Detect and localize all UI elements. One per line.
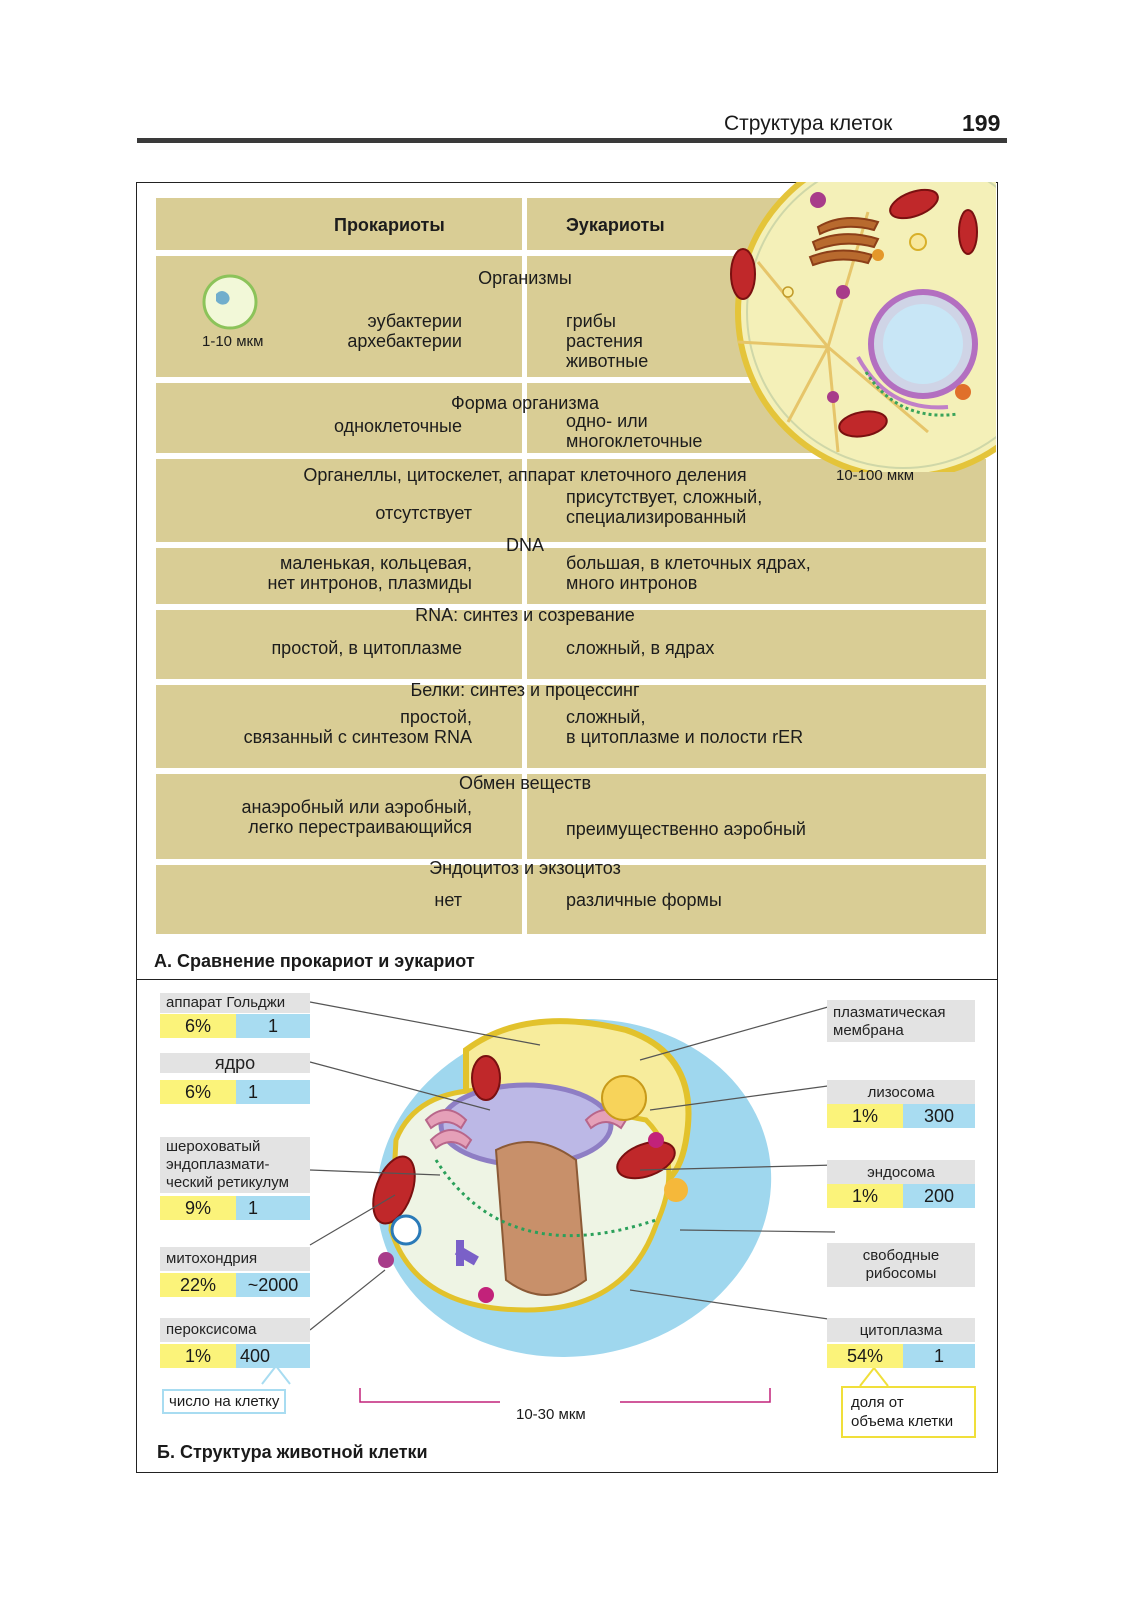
lysosome-percent: 1% bbox=[827, 1104, 903, 1128]
nucleus-percent: 6% bbox=[160, 1080, 236, 1104]
organisms-left-2: архебактерии bbox=[347, 331, 462, 351]
label-rough-er-line-2: эндоплазмати- bbox=[166, 1156, 270, 1173]
row-title-organisms: Организмы bbox=[478, 268, 572, 288]
label-lysosome: лизосома bbox=[827, 1080, 975, 1104]
prokaryote-size-label: 1-10 мкм bbox=[202, 333, 264, 350]
band-rna bbox=[156, 610, 986, 679]
row-title-rna: RNA: синтез и созревание bbox=[415, 605, 635, 625]
eukaryotic-cell-illustration bbox=[730, 182, 996, 472]
metabolism-left-1: анаэробный или аэробный, bbox=[241, 797, 472, 817]
scale-label: 10-30 мкм bbox=[516, 1406, 586, 1423]
dna-left-1: маленькая, кольцевая, bbox=[279, 553, 472, 573]
legend-volume-share-line-1: доля от bbox=[851, 1394, 904, 1411]
proteins-left-1: простой, bbox=[400, 707, 472, 727]
rough-er-count: 1 bbox=[236, 1196, 310, 1220]
row-title-endocytosis: Эндоцитоз и экзоцитоз bbox=[429, 858, 621, 878]
label-free-ribosomes-line-2: рибосомы bbox=[865, 1265, 937, 1282]
row-title-dna: DNA bbox=[505, 535, 544, 555]
rna-right-1: сложный, в ядрах bbox=[566, 638, 715, 658]
label-free-ribosomes-line-1: свободные bbox=[862, 1247, 940, 1264]
column-divider bbox=[522, 198, 527, 934]
golgi-percent: 6% bbox=[160, 1014, 236, 1038]
legend-volume-share: доля от объема клетки bbox=[841, 1386, 976, 1438]
header-rule bbox=[137, 138, 1007, 143]
label-rough-er: шероховатый эндоплазмати- ческий ретикул… bbox=[160, 1137, 310, 1193]
organelles-right-1: присутствует, сложный, bbox=[566, 487, 763, 507]
form-left-1: одноклеточные bbox=[334, 416, 462, 436]
endosome-percent: 1% bbox=[827, 1184, 903, 1208]
band-metabolism bbox=[156, 774, 986, 859]
row-title-organelles: Органеллы, цитоскелет, аппарат клеточног… bbox=[303, 465, 747, 485]
proteins-left-2: связанный с синтезом RNA bbox=[243, 727, 472, 747]
mitochondrion-count: ~2000 bbox=[236, 1273, 310, 1297]
organisms-right-3: животные bbox=[566, 351, 649, 371]
peroxisome-count: 400 bbox=[236, 1344, 310, 1368]
lysosome-count: 300 bbox=[903, 1104, 975, 1128]
label-golgi: аппарат Гольджи bbox=[160, 993, 310, 1013]
legend-count-per-cell: число на клетку bbox=[162, 1389, 287, 1414]
legend-volume-share-line-2: объема клетки bbox=[851, 1413, 954, 1430]
rna-left-1: простой, в цитоплазме bbox=[271, 638, 462, 658]
caption-section-b: Б. Структура животной клетки bbox=[157, 1442, 428, 1462]
row-title-metabolism: Обмен веществ bbox=[458, 773, 592, 793]
cytoplasm-count: 1 bbox=[903, 1344, 975, 1368]
label-cytoplasm: цитоплазма bbox=[827, 1318, 975, 1342]
endocytosis-left-1: нет bbox=[434, 890, 462, 910]
label-plasma-membrane: плазматическая мембрана bbox=[827, 1000, 975, 1042]
row-title-form: Форма организма bbox=[451, 393, 599, 413]
band-dna bbox=[156, 548, 986, 604]
metabolism-left-2: легко перестраивающийся bbox=[248, 817, 472, 837]
label-plasma-membrane-line-2: мембрана bbox=[833, 1022, 904, 1039]
row-title-proteins: Белки: синтез и процессинг bbox=[410, 680, 640, 700]
label-peroxisome: пероксисома bbox=[160, 1318, 310, 1342]
page-number: 199 bbox=[962, 110, 1001, 136]
form-right-2: многоклеточные bbox=[566, 431, 703, 451]
label-rough-er-line-3: ческий ретикулум bbox=[166, 1174, 289, 1191]
organelles-right-2: специализированный bbox=[566, 507, 747, 527]
label-rough-er-line-1: шероховатый bbox=[166, 1138, 261, 1155]
form-right-1: одно- или bbox=[566, 411, 648, 431]
cytoplasm-percent: 54% bbox=[827, 1344, 903, 1368]
band-endocytosis bbox=[156, 865, 986, 934]
mitochondrion-percent: 22% bbox=[160, 1273, 236, 1297]
dna-right-2: много интронов bbox=[566, 573, 698, 593]
organisms-left-1: эубактерии bbox=[367, 311, 462, 331]
peroxisome-percent: 1% bbox=[160, 1344, 236, 1368]
label-nucleus: ядро bbox=[160, 1053, 310, 1073]
label-free-ribosomes: свободные рибосомы bbox=[827, 1243, 975, 1287]
caption-section-a: А. Сравнение прокариот и эукариот bbox=[154, 951, 475, 971]
column-header-eukaryotes: Эукариоты bbox=[566, 215, 665, 235]
proteins-right-2: в цитоплазме и полости rER bbox=[566, 727, 804, 747]
label-mitochondrion: митохондрия bbox=[160, 1247, 310, 1271]
label-endosome: эндосома bbox=[827, 1160, 975, 1184]
band-proteins bbox=[156, 685, 986, 768]
prokaryotic-cell-illustration bbox=[202, 274, 258, 330]
running-header-title: Структура клеток bbox=[724, 112, 893, 135]
column-header-prokaryotes: Прокариоты bbox=[334, 215, 445, 235]
organisms-right-2: растения bbox=[566, 331, 643, 351]
endocytosis-right-1: различные формы bbox=[566, 890, 722, 910]
band-organelles bbox=[156, 459, 986, 542]
golgi-count: 1 bbox=[236, 1014, 310, 1038]
rough-er-percent: 9% bbox=[160, 1196, 236, 1220]
eukaryote-size-label: 10-100 мкм bbox=[836, 467, 915, 484]
endosome-count: 200 bbox=[903, 1184, 975, 1208]
organisms-right-1: грибы bbox=[566, 311, 616, 331]
leader-lines bbox=[261, 1001, 889, 1403]
metabolism-right-1: преимущественно аэробный bbox=[566, 819, 806, 839]
dna-right-1: большая, в клеточных ядрах, bbox=[566, 553, 811, 573]
organelles-left-1: отсутствует bbox=[375, 503, 472, 523]
label-plasma-membrane-line-1: плазматическая bbox=[833, 1004, 946, 1021]
dna-left-2: нет интронов, плазмиды bbox=[267, 573, 472, 593]
nucleus-count: 1 bbox=[236, 1080, 310, 1104]
proteins-right-1: сложный, bbox=[566, 707, 646, 727]
